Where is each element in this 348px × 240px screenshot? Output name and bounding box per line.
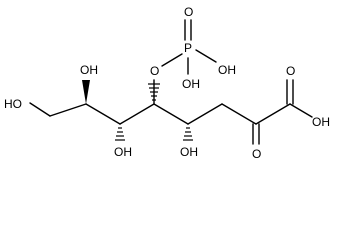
molecule-diagram: O P O OH OH O OH O OH OH OH HO [4,5,330,161]
bond-c1-oh [289,103,313,118]
atom-label-p: P [184,41,192,55]
hash-c5-o [148,83,160,101]
bond-c7-c6 [85,103,121,125]
bond-c4-c3 [187,103,223,125]
atom-label-o-ketone: O [252,147,261,161]
bond-c8-c7 [49,103,87,117]
atom-label-oh-c7: OH [80,63,98,77]
bond-ho-c8 [29,102,51,117]
bond-o-p [161,53,183,67]
atom-label-o-keto-acid: O [286,64,295,78]
atom-label-oh-c4: OH [180,145,198,159]
bond-c3-c2 [221,103,257,125]
bond-c6-c5 [119,103,155,125]
atom-label-oh-p-right: OH [218,63,236,77]
hash-c4-oh [183,127,193,141]
bond-c2-c1 [255,103,291,125]
bond-p-oh-right [195,49,217,63]
bond-skeleton [29,19,313,145]
atom-label-ho-c8: HO [4,97,22,111]
atom-label-o-double-p: O [184,5,193,19]
atom-label-oh-acid: OH [312,115,330,129]
bond-c5-c4 [153,103,189,125]
atom-label-oh-c6: OH [114,145,132,159]
hash-c6-oh [115,127,125,141]
atom-label-o-ester: O [150,64,159,78]
wedge-c7-oh [82,80,90,104]
atom-label-oh-p-below: OH [182,77,200,91]
